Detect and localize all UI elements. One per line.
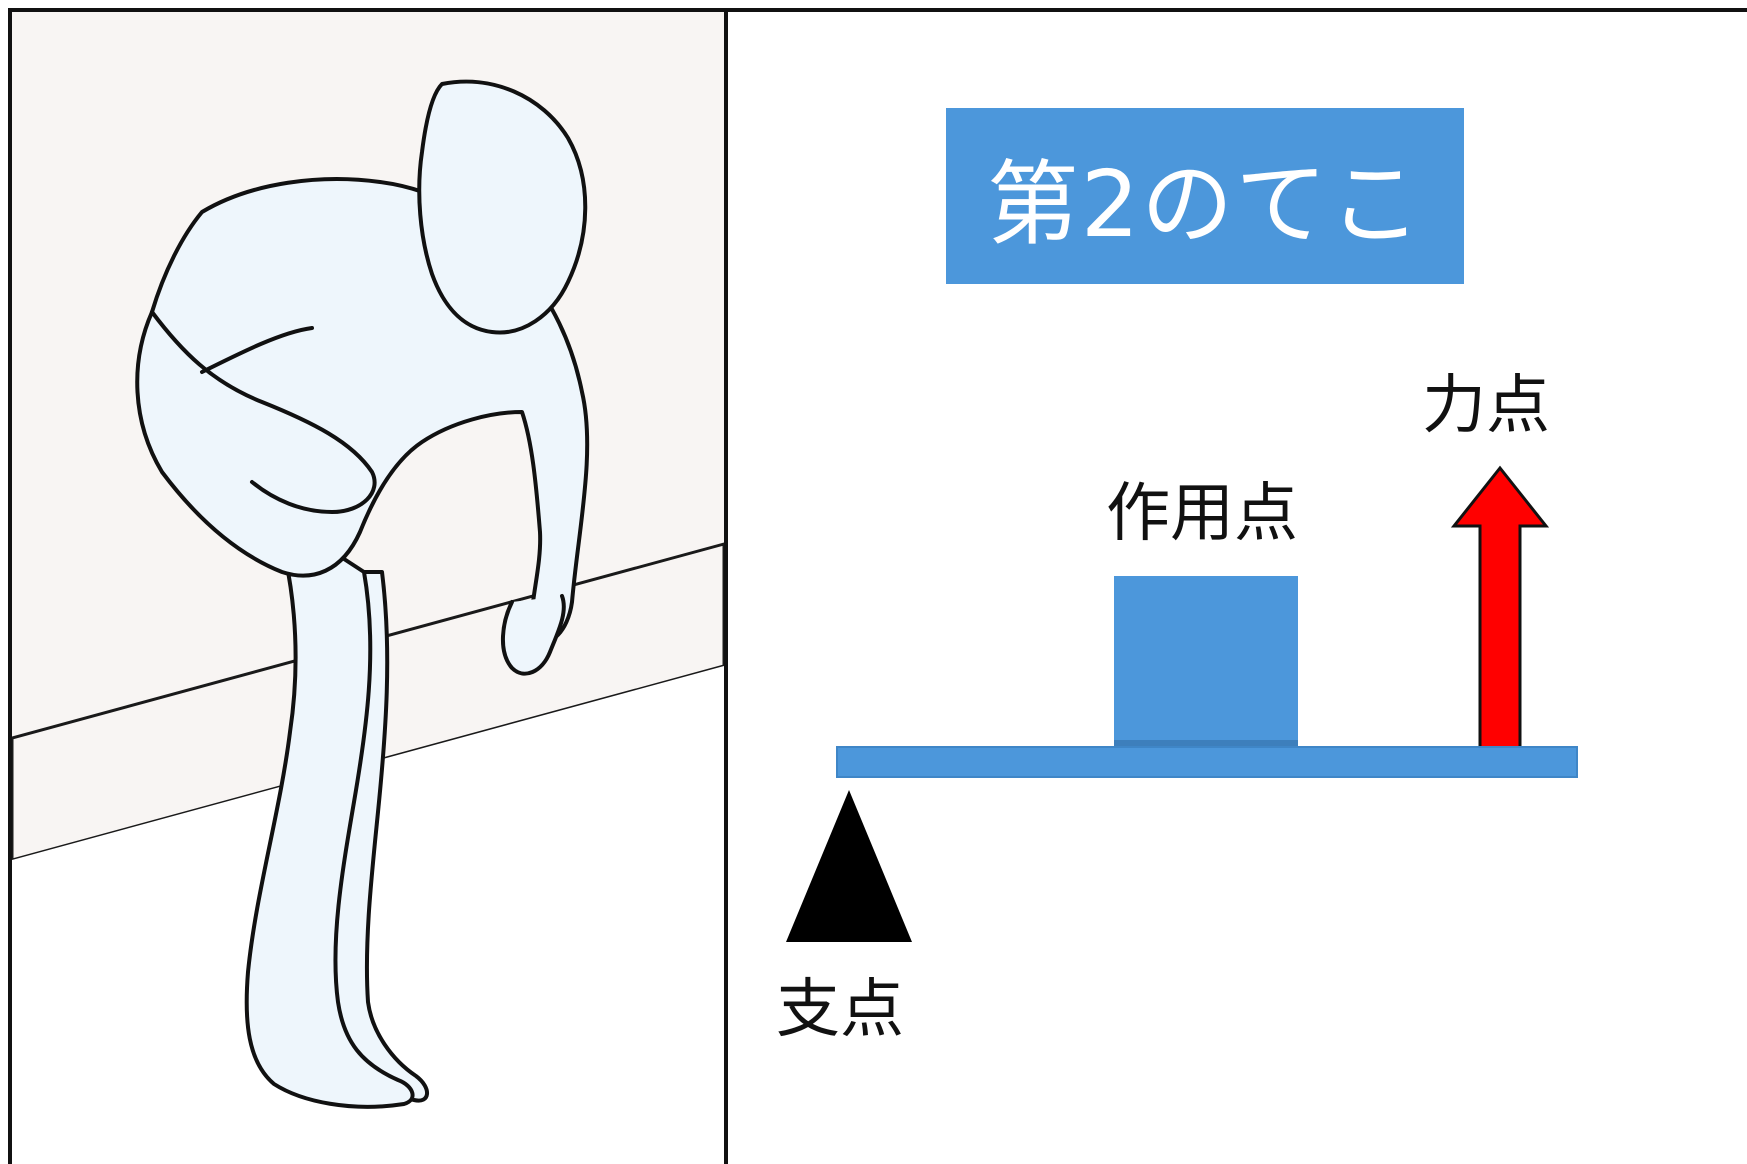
triangle-fulcrum-icon bbox=[786, 790, 912, 942]
effort-point-label: 力点 bbox=[1422, 369, 1550, 443]
diagram-frame: 第2のてこ 力点 作用点 支点 bbox=[8, 8, 1747, 1164]
illustration-panel bbox=[12, 12, 724, 1164]
fulcrum-label: 支点 bbox=[776, 973, 904, 1047]
panel-divider bbox=[724, 12, 728, 1164]
person-icon bbox=[135, 79, 590, 1109]
title-box: 第2のてこ bbox=[946, 108, 1464, 284]
load-point-label: 作用点 bbox=[1106, 477, 1298, 551]
illustration-svg bbox=[12, 12, 724, 1164]
effort-arrow-svg bbox=[1450, 465, 1550, 750]
lever-diagram-panel: 第2のてこ 力点 作用点 支点 bbox=[728, 12, 1747, 1164]
fulcrum-svg bbox=[786, 790, 912, 942]
diagram-title: 第2のてこ bbox=[986, 150, 1424, 258]
up-arrow-icon bbox=[1450, 465, 1550, 750]
lever-bar bbox=[836, 746, 1578, 778]
load-block bbox=[1114, 576, 1298, 746]
